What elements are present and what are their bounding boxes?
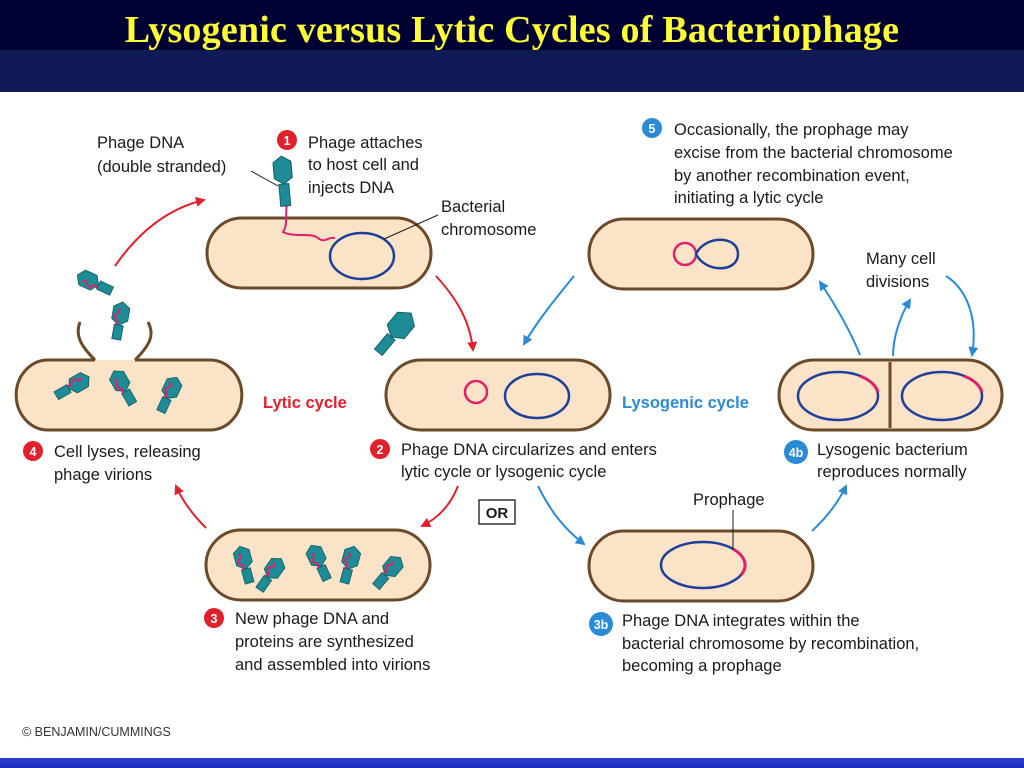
- released-phage: [72, 266, 116, 300]
- arrow-5-to-2: [522, 275, 575, 346]
- arrow-4b-to-5: [818, 280, 861, 356]
- svg-text:4: 4: [30, 445, 37, 459]
- step-5-caption: 5 Occasionally, the prophage may excise …: [642, 118, 957, 207]
- svg-text:5: 5: [649, 122, 656, 136]
- arrow-division-down: [945, 275, 979, 357]
- svg-text:Occasionally, the prophage may: Occasionally, the prophage may excise fr…: [674, 121, 957, 207]
- svg-text:2: 2: [377, 443, 384, 457]
- step-badge: [204, 608, 224, 628]
- chromosome-loop: [694, 238, 740, 270]
- svg-text:New phage DNA and protei: New phage DNA and proteins are synthesiz…: [235, 610, 430, 674]
- step-badge: [589, 612, 613, 636]
- svg-text:Phage DNA circularizes and ent: Phage DNA circularizes and enters lytic …: [401, 441, 661, 481]
- arrow-1-to-2: [435, 275, 478, 352]
- cell-step4b: [777, 358, 1004, 432]
- prophage-segment: [732, 547, 747, 576]
- arrow-3b-to-4b: [811, 484, 848, 532]
- bacterial-chromosome: [503, 372, 571, 420]
- copyright-notice: © BENJAMIN/CUMMINGS: [22, 725, 171, 739]
- lytic-cycle-label: Lytic cycle: [263, 394, 347, 412]
- svg-text:1: 1: [284, 134, 291, 148]
- title-bar: Lysogenic versus Lytic Cycles of Bacteri…: [0, 0, 1024, 92]
- cell-step2: [384, 358, 612, 432]
- bottom-bar: [0, 758, 1024, 768]
- bacterial-chromosome: [328, 231, 396, 281]
- arrow-division-up: [892, 298, 912, 357]
- step-1-caption: 1 Phage attaches to host cell and inject…: [277, 130, 427, 197]
- step-badge: [784, 440, 808, 464]
- arrow-2-to-3b: [537, 485, 586, 546]
- attached-phage: [272, 155, 293, 207]
- step-badge: [277, 130, 297, 150]
- cell-step4: [14, 321, 244, 432]
- arrow-3-to-4: [174, 484, 207, 529]
- svg-text:3b: 3b: [594, 618, 609, 632]
- svg-text:3: 3: [211, 612, 218, 626]
- step-3-caption: 3 New phage DNA and proteins are synthes…: [204, 608, 430, 674]
- step-badge: [370, 439, 390, 459]
- phage-cycle-diagram: Phage DNA (double stranded) Bacterial ch…: [14, 118, 1004, 739]
- svg-text:Cell lyses, releasing ph: Cell lyses, releasing phage virions: [54, 443, 205, 484]
- many-cell-divisions-label: Many cell divisions: [866, 250, 940, 291]
- arrow-2-to-3: [420, 485, 459, 527]
- released-phage: [107, 299, 132, 342]
- step-2-caption: 2 Phage DNA circularizes and enters lyti…: [370, 439, 661, 481]
- injected-phage-dna: [281, 201, 336, 242]
- svg-text:Phage DNA integrates within th: Phage DNA integrates within the bacteria…: [622, 612, 924, 675]
- step-4b-caption: 4b Lysogenic bacterium reproduces normal…: [784, 440, 972, 481]
- cell-step3b: [587, 529, 815, 603]
- slide-title: Lysogenic versus Lytic Cycles of Bacteri…: [124, 9, 900, 51]
- phage-dna-label: Phage DNA (double stranded): [97, 134, 226, 176]
- svg-text:OR: OR: [486, 505, 509, 522]
- step-badge: [23, 441, 43, 461]
- step-4-caption: 4 Cell lyses, releasing phage virions: [23, 441, 205, 484]
- svg-text:Phage attaches to host c: Phage attaches to host cell and injects …: [308, 134, 427, 197]
- floating-phage: [373, 311, 415, 357]
- step-badge: [642, 118, 662, 138]
- svg-text:Lysogenic bacterium repr: Lysogenic bacterium reproduces normally: [817, 441, 972, 481]
- cell-step5: [587, 217, 815, 291]
- bacterial-chromosome-label: Bacterial chromosome: [441, 198, 536, 239]
- cell-step3: [204, 528, 432, 602]
- or-box: OR: [478, 499, 516, 525]
- cell-step1: [205, 201, 433, 290]
- svg-text:4b: 4b: [789, 446, 804, 460]
- circular-phage-dna: [463, 379, 489, 405]
- lysogenic-cycle-label: Lysogenic cycle: [622, 394, 749, 412]
- prophage-label: Prophage: [693, 491, 765, 509]
- step-3b-caption: 3b Phage DNA integrates within the bacte…: [589, 612, 924, 675]
- arrow-4-to-1: [114, 196, 206, 267]
- title-band: [0, 50, 1024, 92]
